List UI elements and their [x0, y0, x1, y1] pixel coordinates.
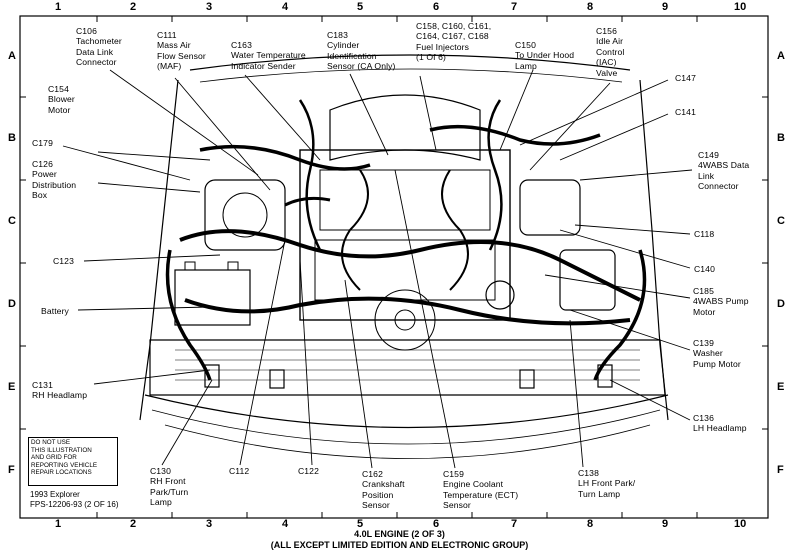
- grid-col-8-top: 8: [587, 1, 594, 13]
- grid-row-d-left: D: [8, 298, 16, 310]
- do-not-use-note: DO NOT USE THIS ILLUSTRATION AND GRID FO…: [28, 437, 118, 486]
- grid-row-c-right: C: [777, 215, 785, 227]
- grid-ticks: [20, 16, 768, 518]
- grid-row-b-right: B: [777, 132, 785, 144]
- diagram-title: 4.0L ENGINE (2 OF 3): [354, 529, 445, 539]
- label-c126-power-distribution: C126 Power Distribution Box: [32, 159, 77, 201]
- label-c156-iac-valve: C156 Idle Air Control (IAC) Valve: [596, 26, 625, 78]
- label-c106-tachometer: C106 Tachometer Data Link Connector: [76, 26, 122, 68]
- label-c131-rh-headlamp: C131 RH Headlamp: [32, 380, 88, 401]
- engine-bay-drawing: [139, 54, 669, 459]
- grid-row-f-right: F: [777, 464, 784, 476]
- grid-col-3-bottom: 3: [206, 518, 213, 530]
- grid-row-c-left: C: [8, 215, 16, 227]
- grid-col-6-top: 6: [433, 1, 440, 13]
- grid-row-f-left: F: [8, 464, 15, 476]
- grid-row-a-right: A: [777, 50, 785, 62]
- source-reference: 1993 Explorer FPS-12206-93 (2 OF 16): [30, 490, 119, 509]
- label-c136-lh-headlamp: C136 LH Headlamp: [693, 413, 747, 434]
- label-c139-washer-pump: C139 Washer Pump Motor: [693, 338, 741, 369]
- label-c150-under-hood-lamp: C150 To Under Hood Lamp: [515, 40, 575, 71]
- label-c130-rh-front-park-turn: C130 RH Front Park/Turn Lamp: [150, 466, 189, 508]
- label-c158-fuel-injectors: C158, C160, C161, C164, C167, C168 Fuel …: [416, 21, 492, 63]
- label-c162-crankshaft-sensor: C162 Crankshaft Position Sensor: [362, 469, 405, 511]
- grid-col-6-bottom: 6: [433, 518, 440, 530]
- grid-col-5-bottom: 5: [357, 518, 364, 530]
- grid-row-b-left: B: [8, 132, 16, 144]
- label-c159-ect-sensor: C159 Engine Coolant Temperature (ECT) Se…: [443, 469, 519, 511]
- grid-row-a-left: A: [8, 50, 16, 62]
- label-c141: C141: [675, 107, 696, 117]
- grid-col-4-top: 4: [282, 1, 289, 13]
- diagram-subtitle: (ALL EXCEPT LIMITED EDITION AND ELECTRON…: [270, 540, 529, 550]
- grid-col-2-top: 2: [130, 1, 137, 13]
- grid-col-9-top: 9: [662, 1, 669, 13]
- grid-col-5-top: 5: [357, 1, 364, 13]
- grid-col-1-top: 1: [55, 1, 62, 13]
- grid-col-7-bottom: 7: [511, 518, 518, 530]
- grid-row-e-left: E: [8, 381, 16, 393]
- leader-lines: [62, 69, 693, 469]
- grid-col-2-bottom: 2: [130, 518, 137, 530]
- label-c140: C140: [694, 264, 715, 274]
- frame-border: [19, 15, 769, 519]
- grid-col-10-top: 10: [734, 1, 747, 13]
- grid-col-10-bottom: 10: [734, 518, 747, 530]
- grid-row-d-right: D: [777, 298, 785, 310]
- grid-col-1-bottom: 1: [55, 518, 62, 530]
- label-c122: C122: [298, 466, 319, 476]
- grid-col-4-bottom: 4: [282, 518, 289, 530]
- label-c179: C179: [32, 138, 53, 148]
- grid-row-e-right: E: [777, 381, 785, 393]
- label-c154-blower-motor: C154 Blower Motor: [48, 84, 75, 115]
- grid-col-8-bottom: 8: [587, 518, 594, 530]
- label-c138-lh-front-park-turn: C138 LH Front Park/ Turn Lamp: [578, 468, 636, 499]
- label-c147: C147: [675, 73, 696, 83]
- grid-col-9-bottom: 9: [662, 518, 669, 530]
- label-c111-maf: C111 Mass Air Flow Sensor (MAF): [157, 30, 206, 72]
- label-c149-4wabs-data-link: C149 4WABS Data Link Connector: [698, 150, 750, 192]
- grid-col-7-top: 7: [511, 1, 518, 13]
- label-c163-water-temp: C163 Water Temperature Indicator Sender: [231, 40, 306, 71]
- label-c183-cylinder-id: C183 Cylinder Identification Sensor (CA …: [327, 30, 396, 72]
- label-c185-4wabs-pump: C185 4WABS Pump Motor: [693, 286, 749, 317]
- label-battery: Battery: [41, 306, 69, 316]
- label-c123: C123: [53, 256, 74, 266]
- label-c118: C118: [694, 229, 715, 239]
- label-c112: C112: [229, 466, 250, 476]
- grid-col-3-top: 3: [206, 1, 213, 13]
